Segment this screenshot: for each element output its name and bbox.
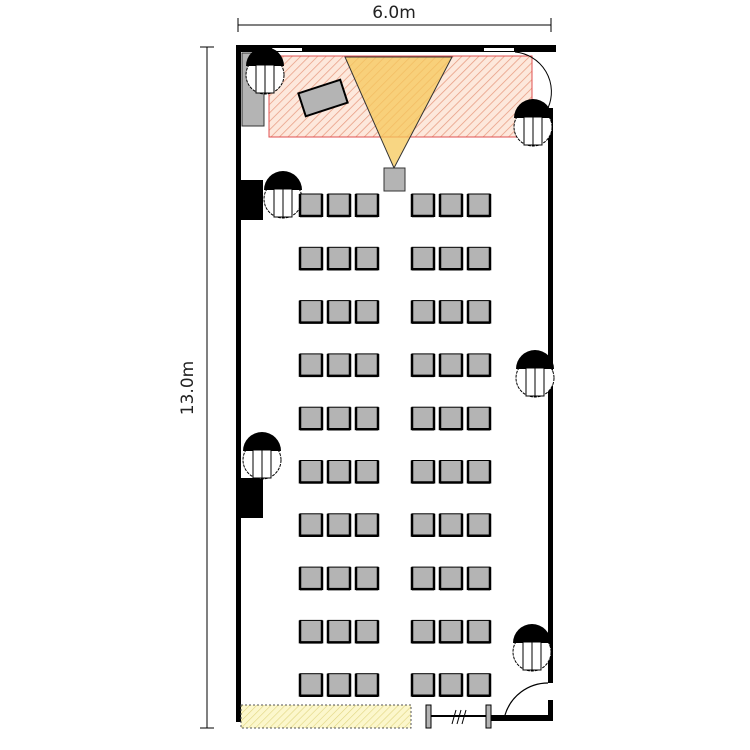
chair: [354, 513, 380, 538]
chair: [438, 353, 464, 378]
chair: [326, 673, 352, 697]
light-fixture: [263, 171, 303, 219]
storage-area: [240, 704, 412, 729]
chair: [410, 353, 436, 378]
chair: [410, 246, 436, 271]
chair: [438, 300, 464, 324]
door-bottom-right: [504, 682, 549, 716]
chair: [298, 460, 324, 484]
chair: [438, 460, 464, 484]
chair: [298, 406, 324, 431]
light-fixture: [515, 350, 555, 398]
chair: [410, 513, 436, 538]
chair: [326, 513, 352, 538]
chair: [354, 673, 380, 697]
chair: [354, 460, 380, 484]
chair: [410, 566, 436, 591]
partition: [425, 704, 492, 729]
chair: [438, 513, 464, 538]
height-dimension: [200, 46, 214, 729]
chair: [466, 193, 492, 218]
chair: [354, 619, 380, 644]
chair: [410, 673, 436, 697]
chair: [326, 193, 352, 218]
width-label: 6.0m: [372, 3, 416, 23]
chair: [326, 246, 352, 271]
light-fixture: [512, 624, 552, 672]
height-label: 13.0m: [178, 361, 198, 415]
chair: [466, 300, 492, 324]
light-fixture: [245, 47, 285, 95]
chair: [354, 353, 380, 378]
chair: [298, 246, 324, 271]
chair: [438, 246, 464, 271]
chair: [466, 513, 492, 538]
width-dimension: [237, 18, 552, 32]
chair: [466, 619, 492, 644]
chair: [354, 300, 380, 324]
chair: [466, 673, 492, 697]
light-fixture: [513, 99, 553, 147]
chair: [410, 460, 436, 484]
chair: [298, 673, 324, 697]
chair: [298, 353, 324, 378]
chair: [466, 566, 492, 591]
chair: [326, 353, 352, 378]
chair: [298, 566, 324, 591]
chair: [326, 566, 352, 591]
chair: [466, 406, 492, 431]
chair: [410, 193, 436, 218]
chair: [298, 193, 324, 218]
chair: [298, 619, 324, 644]
chair: [410, 300, 436, 324]
chair: [354, 406, 380, 431]
chair: [438, 673, 464, 697]
chair: [438, 406, 464, 431]
door-top-right: [514, 51, 552, 109]
chair: [354, 193, 380, 218]
chair: [410, 619, 436, 644]
chair: [438, 193, 464, 218]
chair: [326, 300, 352, 324]
chair: [326, 406, 352, 431]
chair: [298, 300, 324, 324]
chair: [466, 353, 492, 378]
projector: [383, 167, 406, 192]
chair: [298, 513, 324, 538]
light-fixture: [242, 432, 282, 480]
seating-area: [298, 193, 492, 697]
walls: [236, 45, 556, 722]
chair: [438, 566, 464, 591]
chair: [466, 460, 492, 484]
chair: [438, 619, 464, 644]
chair: [354, 566, 380, 591]
chair: [326, 619, 352, 644]
chair: [354, 246, 380, 271]
lectern-desk: [297, 78, 349, 118]
chair: [466, 246, 492, 271]
chair: [410, 406, 436, 431]
chair: [326, 460, 352, 484]
projection-cone: [344, 56, 453, 170]
